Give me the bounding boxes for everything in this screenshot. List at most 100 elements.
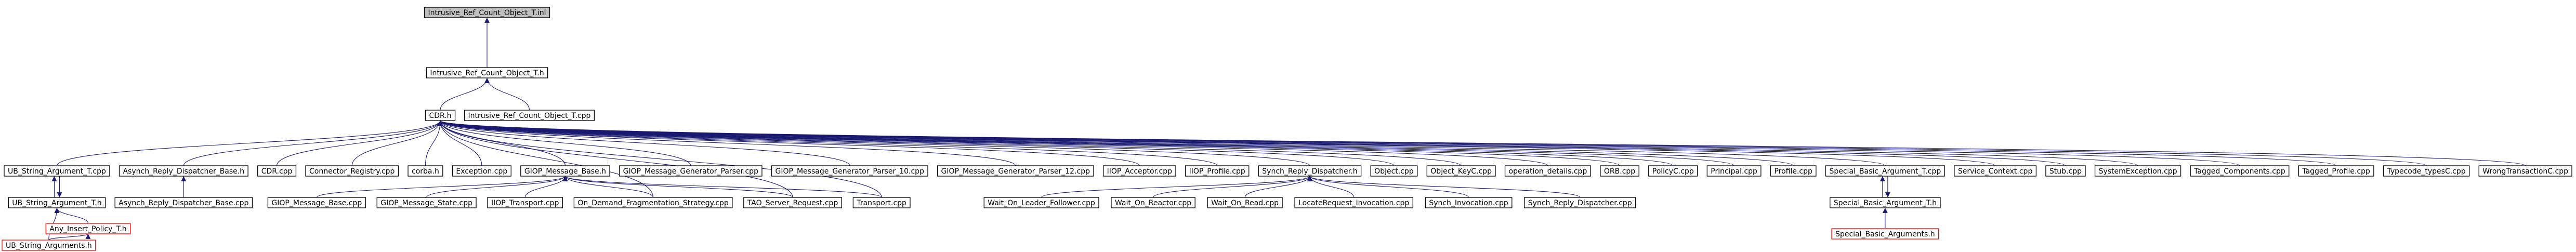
node-box [852,197,911,208]
node-label: Synch_Invocation.cpp [1429,199,1508,207]
node-iiop-profile[interactable]: IIOP_Profile.cpp [1185,165,1250,177]
node-wait-read[interactable]: Wait_On_Read.cpp [1207,197,1283,208]
node-on-demand[interactable]: On_Demand_Fragmentation_Strategy.cpp [573,197,733,208]
node-label: Stub.cpp [2049,167,2082,176]
node-box [1258,165,1362,177]
node-giop-base-cpp[interactable]: GIOP_Message_Base.cpp [267,197,366,208]
node-locate-request[interactable]: LocateRequest_Invocation.cpp [1294,197,1413,208]
node-box [1648,165,1698,177]
node-policyc-cpp[interactable]: PolicyC.cpp [1648,165,1698,177]
node-giop-gen-parser-10[interactable]: GIOP_Message_Generator_Parser_10.cpp [771,165,928,177]
edge-operation_details-to-cdr_h [438,120,1548,166]
node-profile-cpp[interactable]: Profile.cpp [1770,165,1817,177]
edge-profile_cpp-to-cdr_h [438,120,1794,166]
edge-giop_gen_parser-to-cdr_h [438,120,691,166]
node-service-context[interactable]: Service_Context.cpp [1954,165,2037,177]
edge-giop_base_cpp-to-giop_base_h [316,176,568,198]
edge-giop_base_h-to-cdr_h [438,120,566,166]
node-synch-invocation[interactable]: Synch_Invocation.cpp [1425,197,1513,208]
edge-async_dispatcher_h-to-cdr_h [183,120,443,166]
edge-on_demand-to-cdr_h [438,120,654,198]
node-box [619,165,763,177]
node-sba-t-h[interactable]: Special_Basic_Argument_T.h [1830,197,1941,208]
node-box [426,67,548,78]
edge-exception_cpp-to-cdr_h [438,120,482,166]
node-label: UB_String_Arguments.h [6,242,92,250]
edge-wait_reactor-to-synch_dispatcher_h [1153,176,1312,198]
node-sba-t-cpp[interactable]: Special_Basic_Argument_T.cpp [1825,165,1945,177]
node-box [2298,165,2374,177]
node-giop-gen-parser[interactable]: GIOP_Message_Generator_Parser.cpp [619,165,763,177]
node-wrong-transactionc[interactable]: WrongTransactionC.cpp [2478,165,2572,177]
edge-on_demand-to-giop_base_h [562,176,654,198]
node-exception-cpp[interactable]: Exception.cpp [452,165,511,177]
node-ub-sarg-t-cpp[interactable]: UB_String_Argument_T.cpp [4,165,110,177]
node-object-cpp[interactable]: Object.cpp [1370,165,1418,177]
node-async-dispatcher-cpp[interactable]: Asynch_Reply_Dispatcher_Base.cpp [114,197,253,208]
node-box [1831,228,1939,240]
node-label: Special_Basic_Argument_T.cpp [1829,167,1941,176]
node-box [452,165,511,177]
node-ub-string-arguments[interactable]: UB_String_Arguments.h [2,240,96,251]
node-synch-dispatcher-h[interactable]: Synch_Reply_Dispatcher.h [1258,165,1362,177]
node-orb-cpp[interactable]: ORB.cpp [1600,165,1639,177]
node-tao-server-request[interactable]: TAO_Server_Request.cpp [743,197,842,208]
node-label: PolicyC.cpp [1652,167,1694,176]
node-box [1706,165,1762,177]
node-connector-registry[interactable]: Connector_Registry.cpp [305,165,399,177]
node-operation-details[interactable]: operation_details.cpp [1504,165,1591,177]
node-ub-sarg-t-h[interactable]: UB_String_Argument_T.h [8,197,106,208]
edge-wrong_transactionc-to-cdr_h [438,120,2526,166]
node-any-insert-policy[interactable]: Any_Insert_Policy_T.h [45,223,131,234]
node-system-exception[interactable]: SystemException.cpp [2094,165,2181,177]
edge-intrusive_cpp-to-intrusive_h [484,77,530,111]
node-transport-cpp[interactable]: Transport.cpp [852,197,911,208]
node-wait-leader[interactable]: Wait_On_Leader_Follower.cpp [983,197,1099,208]
node-cdr-h[interactable]: CDR.h [425,110,456,121]
node-label: Synch_Reply_Dispatcher.cpp [1528,199,1632,207]
node-box [267,197,366,208]
node-async-dispatcher-h[interactable]: Asynch_Reply_Dispatcher_Base.h [119,165,248,177]
node-giop-gen-parser-12[interactable]: GIOP_Message_Generator_Parser_12.cpp [937,165,1094,177]
node-intrusive-h[interactable]: Intrusive_Ref_Count_Object_T.h [426,67,548,78]
node-box [2383,165,2470,177]
node-object-keyc[interactable]: Object_KeyC.cpp [1426,165,1496,177]
node-iiop-acceptor[interactable]: IIOP_Acceptor.cpp [1102,165,1176,177]
node-label: CDR.h [429,112,451,120]
node-typecode-typesc[interactable]: Typecode_typesC.cpp [2383,165,2470,177]
node-principal-cpp[interactable]: Principal.cpp [1706,165,1762,177]
node-label: Object.cpp [1374,167,1414,176]
node-sb-arguments-h[interactable]: Special_Basic_Arguments.h [1831,228,1939,240]
node-box [771,165,928,177]
node-giop-state[interactable]: GIOP_Message_State.cpp [376,197,477,208]
node-box [2,240,96,251]
node-label: GIOP_Message_State.cpp [380,199,472,207]
node-tagged-components[interactable]: Tagged_Components.cpp [2190,165,2290,177]
node-label: LocateRequest_Invocation.cpp [1298,199,1409,207]
node-box [2094,165,2181,177]
node-label: Any_Insert_Policy_T.h [49,225,126,233]
node-label: UB_String_Argument_T.cpp [8,167,106,176]
edge-stub_cpp-to-cdr_h [438,120,2066,166]
node-cdr-cpp[interactable]: CDR.cpp [257,165,297,177]
edge-cdr_h-to-intrusive_h [440,77,490,111]
node-synch-dispatcher-cpp[interactable]: Synch_Reply_Dispatcher.cpp [1524,197,1636,208]
node-box [464,110,595,121]
edge-tao_server_request-to-giop_base_h [562,176,793,198]
node-box [2045,165,2086,177]
node-iiop-transport[interactable]: IIOP_Transport.cpp [487,197,563,208]
node-label: Special_Basic_Argument_T.h [1834,199,1937,207]
node-tagged-profile[interactable]: Tagged_Profile.cpp [2298,165,2374,177]
node-corba-h[interactable]: corba.h [408,165,443,177]
node-box [1954,165,2037,177]
node-wait-reactor[interactable]: Wait_On_Reactor.cpp [1111,197,1195,208]
node-label: CDR.cpp [261,167,293,176]
node-box [424,7,550,18]
node-intrusive-cpp[interactable]: Intrusive_Ref_Count_Object_T.cpp [464,110,595,121]
node-stub-cpp[interactable]: Stub.cpp [2045,165,2086,177]
node-label: TAO_Server_Request.cpp [747,199,838,207]
node-box [2478,165,2572,177]
node-label: Transport.cpp [856,199,906,207]
node-giop-base-h[interactable]: GIOP_Message_Base.h [520,165,610,177]
